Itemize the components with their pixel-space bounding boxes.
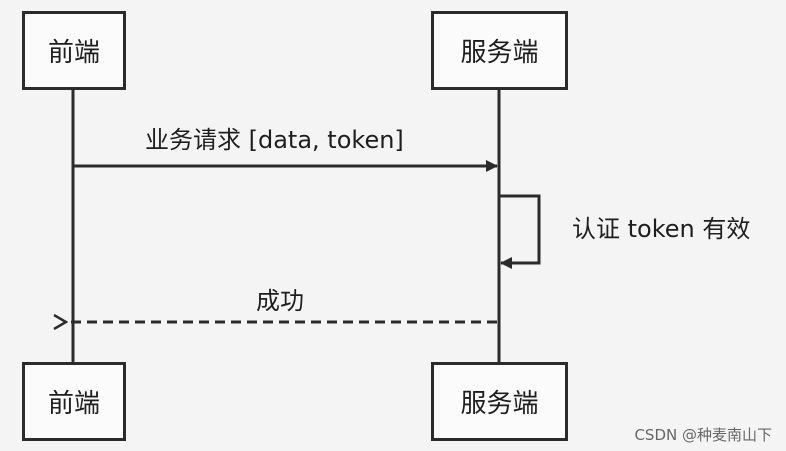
participant-server-top: 服务端 [431,11,568,90]
participant-frontend-top: 前端 [22,11,126,90]
participant-frontend-label: 前端 [47,389,100,419]
request-message-label: 业务请求 [data, token] [145,126,404,154]
participant-frontend-bottom: 前端 [22,362,126,441]
success-message-label: 成功 [256,287,304,315]
watermark: CSDN @种麦南山下 [634,426,772,444]
verify-self-arrow [499,194,541,269]
participant-server-label: 服务端 [460,389,539,419]
participant-server-label: 服务端 [460,38,539,68]
participant-server-bottom: 服务端 [431,362,568,441]
verify-message-label: 认证 token 有效 [572,215,751,243]
participant-frontend-label: 前端 [47,38,100,68]
